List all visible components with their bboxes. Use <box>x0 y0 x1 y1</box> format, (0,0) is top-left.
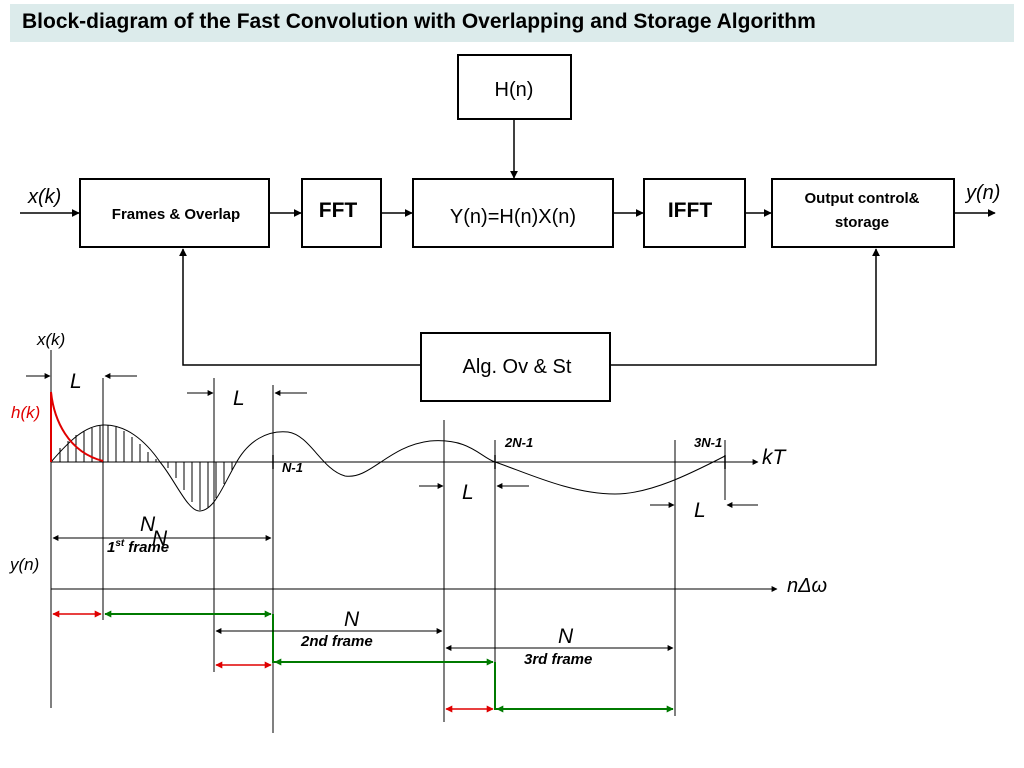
frame2-n-label: N <box>344 608 360 631</box>
svg-text:L: L <box>233 387 245 410</box>
page-title: Block-diagram of the Fast Convolution wi… <box>22 10 816 33</box>
signal-hatching <box>59 425 233 510</box>
hn-label: H(n) <box>495 79 534 101</box>
frames-overlap-block: Frames & Overlap <box>79 178 270 248</box>
alg-to-output-arrow <box>610 248 880 366</box>
hk-label: h(k) <box>11 403 40 422</box>
frame3-label: 3rd frame <box>524 651 592 668</box>
fft-block: FFT <box>301 178 382 248</box>
title-bar: Block-diagram of the Fast Convolution wi… <box>10 4 1014 42</box>
multiply-label: Y(n)=H(n)X(n) <box>450 206 576 228</box>
output-control-block: Output control& storage <box>771 178 955 248</box>
frame1-n-label: N <box>140 513 156 536</box>
overlap-l-indicator-4: L <box>650 499 758 522</box>
frame1-n-label-overlap: N <box>152 527 168 550</box>
svg-text:L: L <box>694 499 706 522</box>
frame2-label: 2nd frame <box>300 633 373 650</box>
output-step-1 <box>272 614 275 663</box>
output-control-label-line1: Output control& <box>805 190 920 207</box>
n-delta-omega-label: nΔω <box>787 575 827 597</box>
overlap-l-indicator-2: L <box>187 387 307 410</box>
input-signal-label: x(k) <box>27 186 61 208</box>
overlap-l-indicator-1: L <box>26 370 137 393</box>
hn-block: H(n) <box>457 54 572 120</box>
frame3-dimension: N 3rd frame <box>445 625 674 668</box>
kt-axis-label: kT <box>762 446 788 469</box>
ifft-label: IFFT <box>668 199 712 222</box>
overlap-l-indicator-3: L <box>419 481 529 504</box>
svg-text:L: L <box>462 481 474 504</box>
n3-marker: 3N-1 <box>694 435 722 450</box>
yn-axis-label: y(n) <box>9 555 39 574</box>
output-step-2 <box>494 662 497 710</box>
frames-overlap-label: Frames & Overlap <box>112 206 240 223</box>
ifft-block: IFFT <box>643 178 746 248</box>
fft-label: FFT <box>319 199 358 222</box>
multiply-block: Y(n)=H(n)X(n) <box>412 178 614 248</box>
frame2-dimension: N 2nd frame <box>215 608 443 650</box>
frame3-n-label: N <box>558 625 574 648</box>
output-signal-label: y(n) <box>964 182 1000 204</box>
svg-text:L: L <box>70 370 82 393</box>
input-signal-curve <box>50 424 726 512</box>
alg-ov-st-block: Alg. Ov & St <box>420 332 611 402</box>
output-control-label-line2: storage <box>835 214 889 231</box>
n2-marker: 2N-1 <box>504 435 533 450</box>
alg-ov-st-label: Alg. Ov & St <box>463 356 572 378</box>
impulse-response-curve <box>50 391 104 462</box>
xk-axis-label: x(k) <box>36 330 65 349</box>
n1-marker: N-1 <box>282 460 303 475</box>
alg-to-frames-arrow <box>179 248 421 366</box>
